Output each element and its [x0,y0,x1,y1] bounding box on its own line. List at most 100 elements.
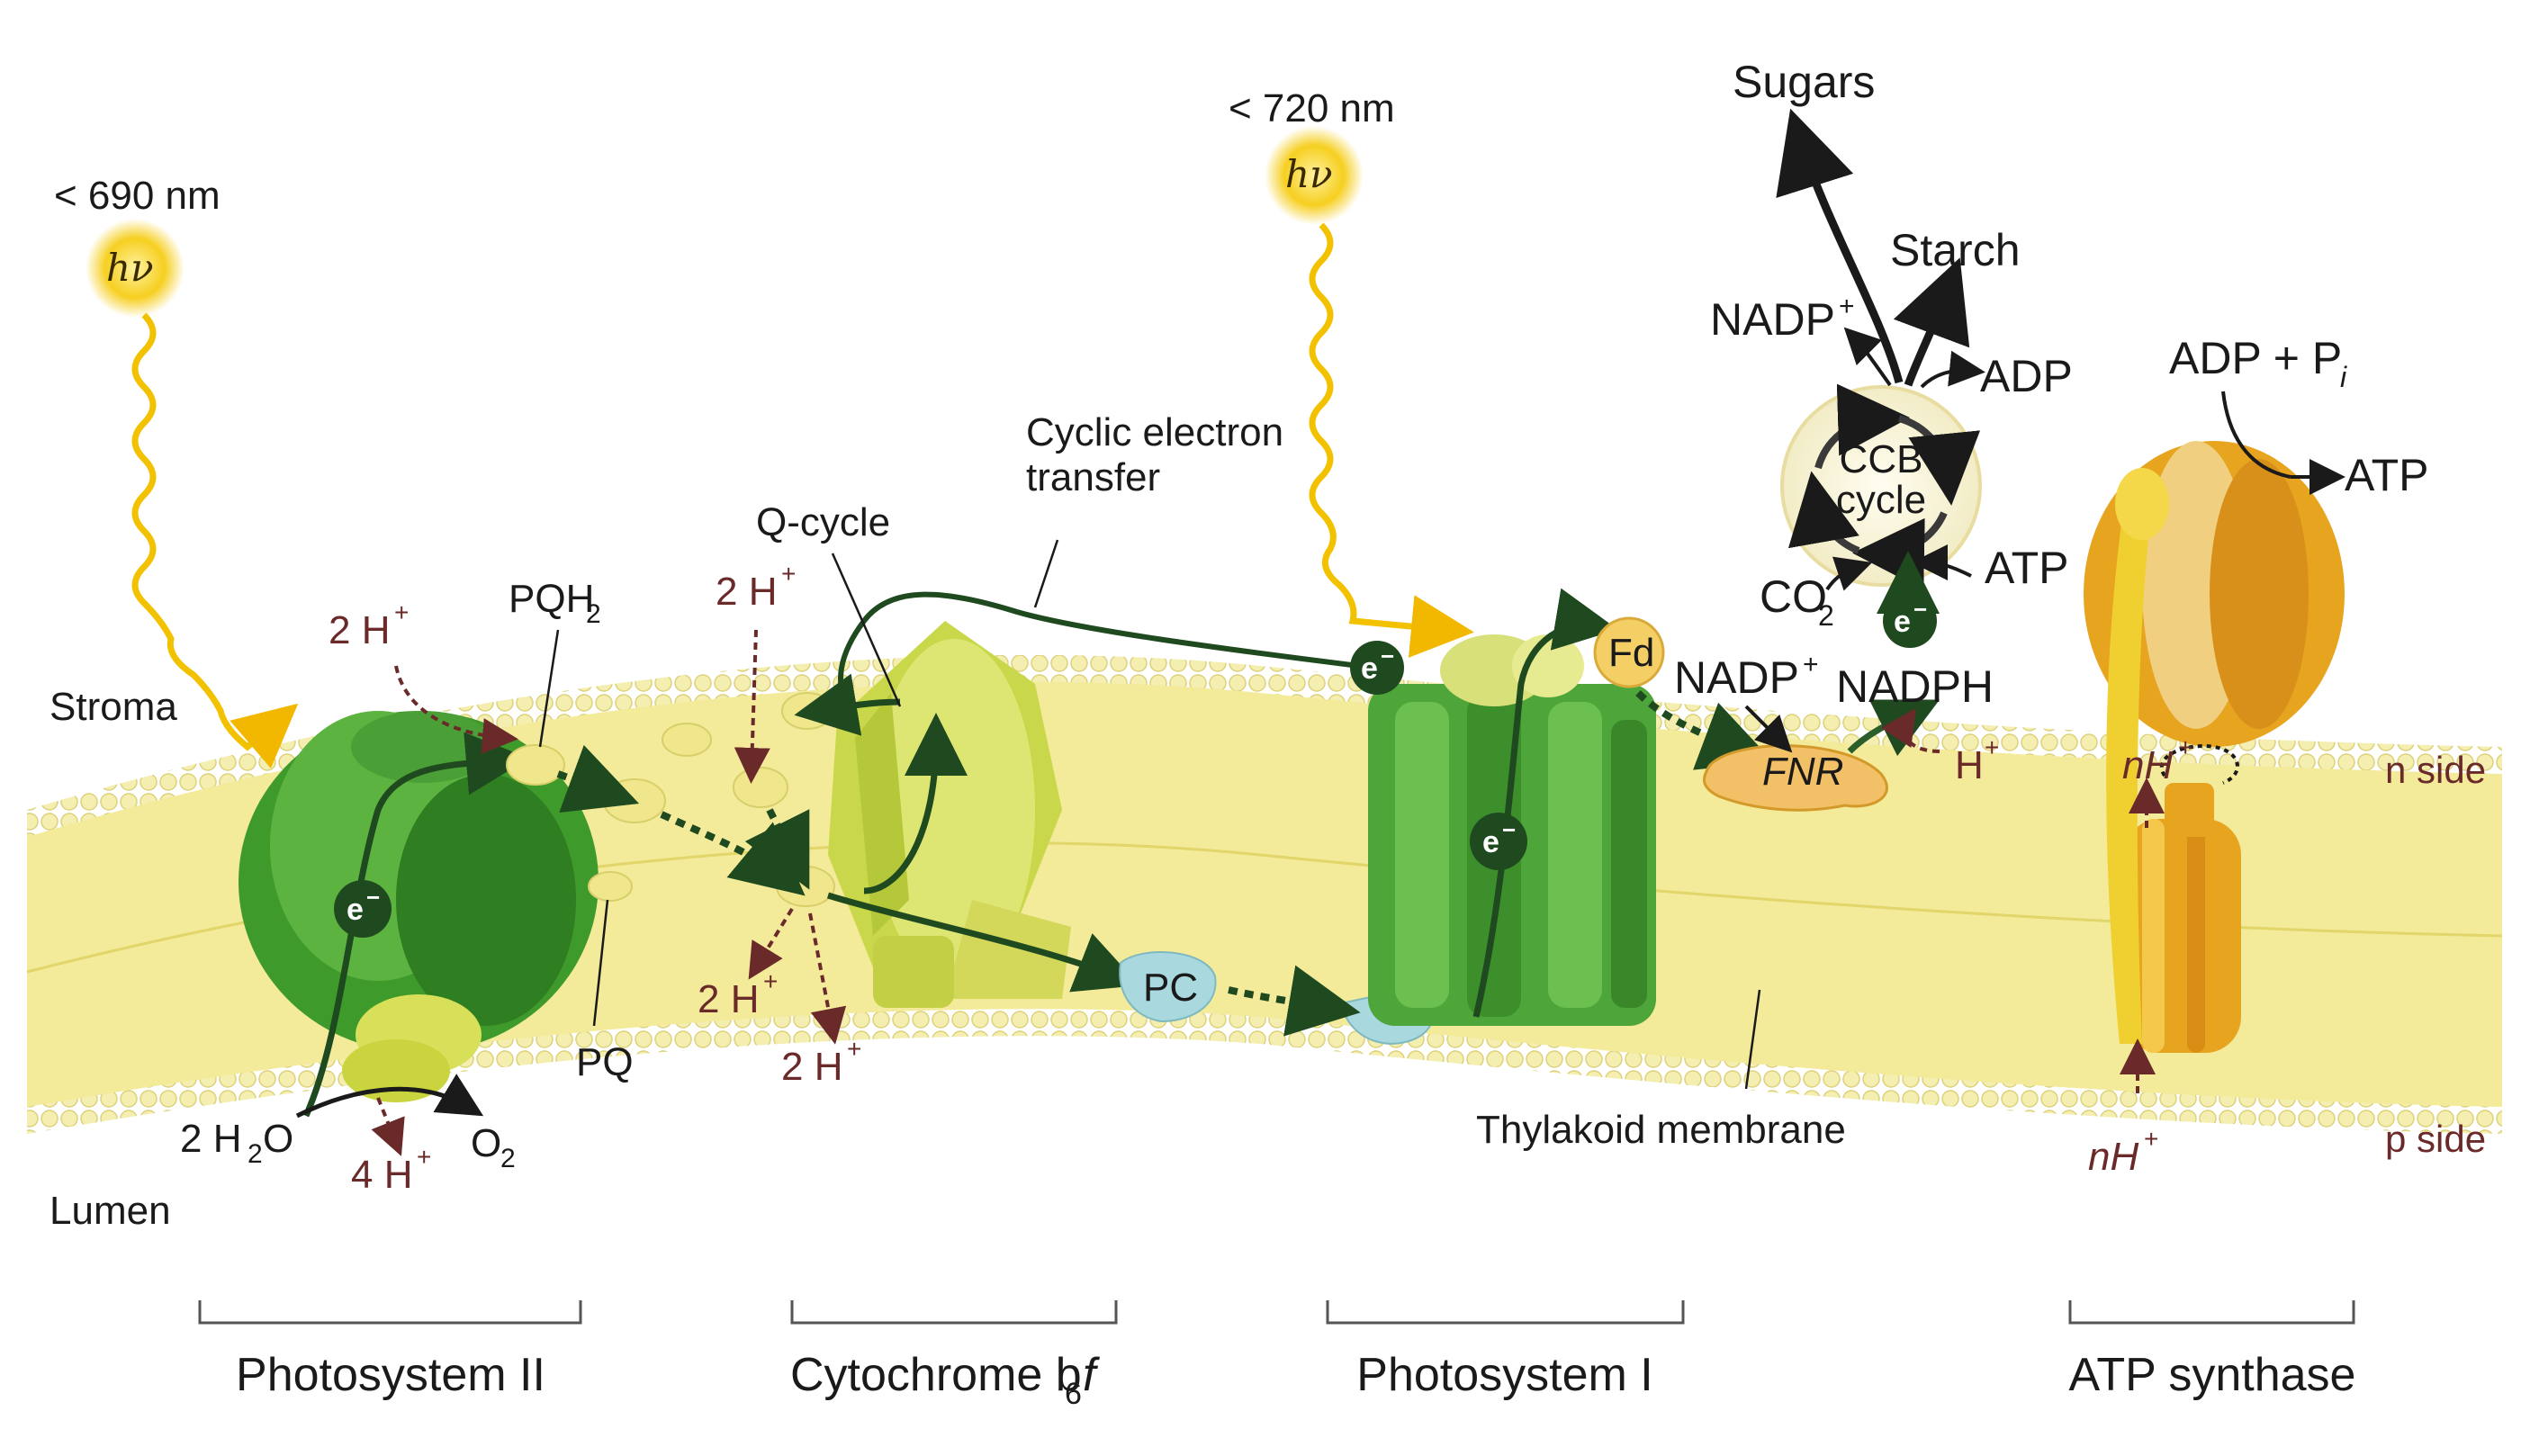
svg-text:e: e [1894,605,1911,639]
sugars-arrow [1776,108,1904,384]
psii-photon-sun [86,219,185,318]
svg-text:+: + [2144,1125,2158,1153]
nadp-fnr-label: NADP + [1674,650,1819,703]
adp-release-arrow [1920,350,1985,389]
cyt-to-pc-arrow [826,892,1140,993]
svg-text:O: O [471,1121,501,1165]
starch-label: Starch [1890,225,2021,275]
svg-text:+: + [1985,733,1999,761]
atp-synthase-substrate-label: ADP + P i [2169,333,2347,393]
fd-label: Fd [1608,631,1654,675]
lumen-label: Lumen [50,1189,171,1233]
svg-text:2: 2 [586,599,601,629]
nadp-to-fnr-arrow [1744,705,1793,753]
psi-light: hν [1265,126,1474,658]
psii-light: hν [86,219,299,768]
svg-text:nH: nH [2122,743,2173,787]
proton-arrows [371,629,1940,1156]
atp-rotation-arrow [2160,744,2239,785]
nadp-release-arrow [1843,327,1892,387]
svg-text:O: O [263,1117,293,1161]
complex-brackets [198,1300,2355,1325]
svg-text:+: + [781,560,796,588]
svg-text:2 H: 2 H [180,1117,241,1161]
svg-text:−: − [1502,816,1516,843]
svg-text:PQH: PQH [509,577,594,621]
svg-text:6: 6 [1065,1377,1082,1411]
svg-text:4 H: 4 H [351,1153,412,1197]
cyclic-label-line2: transfer [1026,455,1160,499]
psi-wavelength-label: < 720 nm [1229,86,1395,130]
pq-transfer-arrow-3 [744,808,810,890]
psii-electron-path [302,732,529,1118]
cyclic-label-line1: Cyclic electron [1026,410,1283,454]
adp-in-arrow [2221,391,2291,479]
svg-text:CO: CO [1760,571,1827,622]
pq-label: PQ [576,1040,634,1084]
svg-text:+: + [1803,650,1819,679]
psii-proton-in-label: 2 H + [329,598,409,652]
pc-label: PC [1143,966,1198,1010]
starch-arrow [1893,257,1970,387]
cyclic-electron-badge: e − [1350,641,1404,695]
svg-text:−: − [1913,596,1927,623]
ccb-adp-label: ADP [1980,351,2073,401]
fnr-enzyme: FNR [1702,744,1888,812]
membrane-label: Thylakoid membrane [1476,1108,1846,1152]
psii-electron-badge: e − [334,880,392,938]
svg-text:2: 2 [500,1144,516,1173]
leader-lines [538,539,1761,1090]
ccb-electron-badge: e − [1883,594,1937,648]
ccb-cycle: CCB cycle [1780,383,1982,590]
nadph-label: NADPH [1836,661,1994,712]
svg-text:+: + [2178,733,2192,761]
ferredoxin: Fd [1593,616,1665,688]
n-side-label: n side [2385,749,2486,791]
pqh2-label: PQH 2 [509,577,601,629]
cyt-upward-arrow [863,713,968,894]
nadph-proton-label: H + [1955,733,1999,787]
psii-wavelength-label: < 690 nm [54,174,221,218]
cyclic-electron-path [838,591,1360,704]
svg-text:e: e [1361,652,1378,686]
psi-photon-sun [1265,126,1364,225]
pq-molecule [588,871,633,902]
svg-text:e: e [1482,825,1499,859]
svg-text:+: + [1839,292,1855,321]
stroma-label: Stroma [50,685,177,729]
co2-label: CO 2 [1760,571,1834,632]
ccb-label-line2: cycle [1836,478,1926,522]
svg-text:2 H: 2 H [698,977,759,1021]
svg-text:+: + [847,1035,861,1063]
psi-electron-badge: e − [1470,813,1527,870]
q-cycle-label: Q-cycle [756,500,890,544]
svg-text:H: H [1955,743,1984,787]
svg-text:i: i [2340,361,2347,393]
svg-text:nH: nH [2088,1135,2138,1179]
svg-text:+: + [417,1143,431,1171]
photosystem-i-label: Photosystem I [1356,1349,1652,1401]
atp-synthase-label: ATP synthase [2069,1349,2356,1401]
svg-text:2 H: 2 H [781,1045,842,1089]
photosystem-ii-label: Photosystem II [236,1349,545,1401]
svg-text:2: 2 [248,1139,263,1169]
svg-text:+: + [394,598,409,626]
svg-text:+: + [763,967,778,995]
cyt-proton-in-label: 2 H + [716,560,796,614]
ccb-label-line1: CCB [1840,437,1923,481]
ccb-atp-label: ATP [1985,543,2069,593]
svg-text:NADP: NADP [1710,294,1835,345]
svg-text:hν: hν [1285,152,1333,196]
atp-synthase-product-label: ATP [2345,450,2429,500]
sugars-label: Sugars [1733,57,1875,107]
svg-text:NADP: NADP [1674,652,1799,703]
atp-proton-top-label: nH + [2122,733,2192,787]
p-side-label: p side [2385,1118,2486,1160]
svg-text:hν: hν [106,246,154,290]
svg-text:2 H: 2 H [329,608,390,652]
oxygen-label: O 2 [471,1121,516,1173]
cytochrome-b6f-label: Cytochrome b 6 f [790,1349,1100,1411]
svg-text:2: 2 [1818,599,1834,632]
atp-synthase-complex [2084,441,2345,1053]
